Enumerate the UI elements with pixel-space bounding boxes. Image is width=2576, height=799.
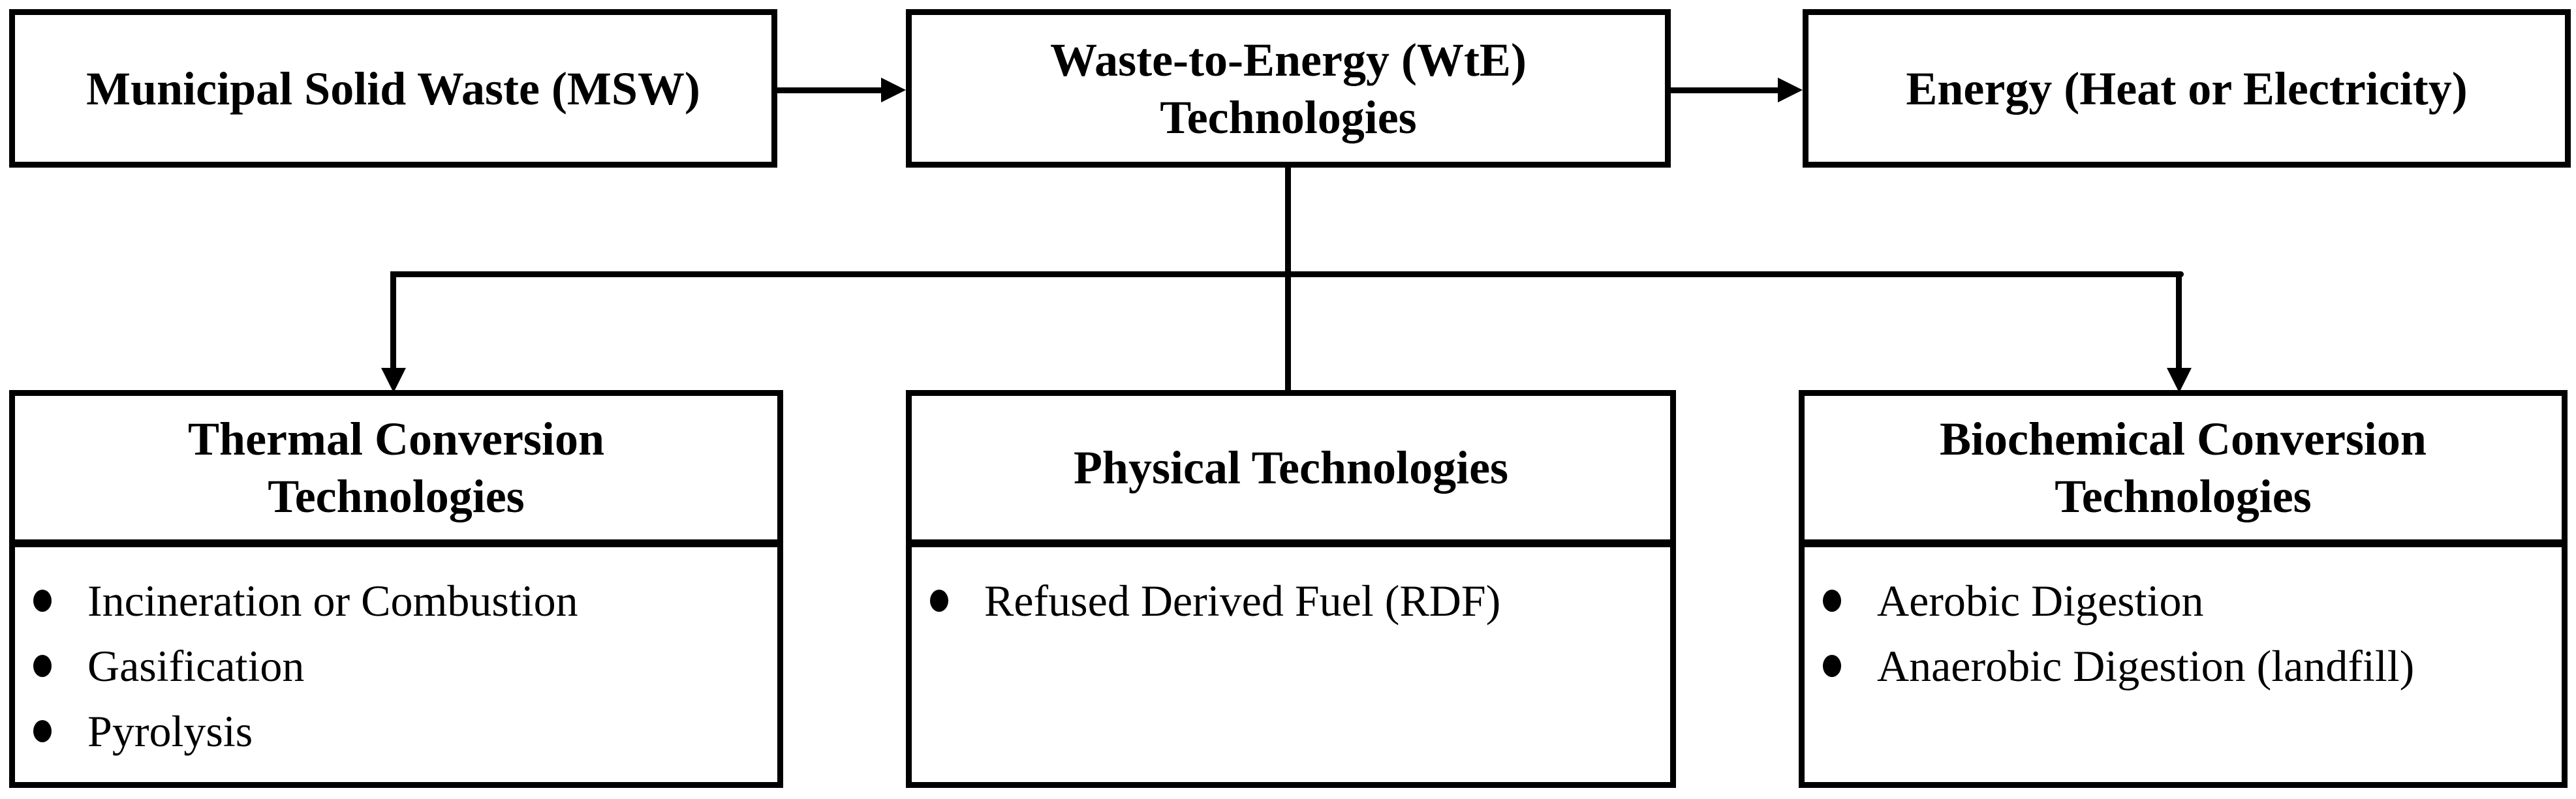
box-waste-to-energy-technologies: Waste-to-Energy (WtE) Technologies: [906, 9, 1671, 168]
arrowhead-down-icon: [381, 368, 406, 393]
list-item: Incineration or Combustion: [33, 568, 764, 633]
bullet-icon: [33, 655, 52, 677]
arrow-msw-to-wte-shaft: [777, 87, 882, 93]
connector-wte-to-physical: [1285, 166, 1291, 393]
connector-drop-to-biochemical: [2176, 271, 2182, 369]
bullet-icon: [1823, 590, 1841, 612]
bullet-list: Aerobic Digestion Anaerobic Digestion (l…: [1805, 568, 2562, 699]
arrowhead-right-icon: [881, 78, 906, 102]
box-title: Energy (Heat or Electricity): [1906, 62, 2468, 115]
list-item: Anaerobic Digestion (landfill): [1823, 633, 2549, 699]
box-thermal-conversion-technologies: Thermal Conversion Technologies Incinera…: [9, 390, 783, 788]
connector-branch-bar: [390, 271, 2184, 277]
connector-drop-to-thermal: [390, 271, 396, 369]
list-item: Refused Derived Fuel (RDF): [930, 568, 1657, 633]
arrowhead-down-icon: [2167, 368, 2192, 393]
bullet-icon: [33, 720, 52, 742]
box-title: Municipal Solid Waste (MSW): [86, 62, 700, 115]
list-item-label: Aerobic Digestion: [1877, 576, 2204, 626]
bullet-list: Incineration or Combustion Gasification …: [15, 568, 777, 764]
list-item: Aerobic Digestion: [1823, 568, 2549, 633]
list-item-label: Refused Derived Fuel (RDF): [984, 576, 1501, 626]
bullet-icon: [33, 590, 52, 612]
panel-title: Thermal Conversion Technologies: [188, 413, 604, 522]
panel-title: Physical Technologies: [1073, 442, 1509, 494]
box-municipal-solid-waste: Municipal Solid Waste (MSW): [9, 9, 777, 168]
list-item: Gasification: [33, 633, 764, 699]
box-biochemical-conversion-technologies: Biochemical Conversion Technologies Aero…: [1799, 390, 2568, 788]
list-item-label: Gasification: [87, 641, 305, 691]
bullet-icon: [930, 590, 948, 612]
box-title: Waste-to-Energy (WtE) Technologies: [1050, 33, 1527, 143]
panel-header: Biochemical Conversion Technologies: [1805, 396, 2562, 547]
panel-title: Biochemical Conversion Technologies: [1940, 413, 2427, 522]
list-item-label: Incineration or Combustion: [87, 576, 578, 626]
list-item: Pyrolysis: [33, 699, 764, 764]
panel-header: Thermal Conversion Technologies: [15, 396, 777, 547]
panel-header: Physical Technologies: [912, 396, 1670, 547]
box-physical-technologies: Physical Technologies Refused Derived Fu…: [906, 390, 1676, 788]
bullet-icon: [1823, 655, 1841, 677]
arrow-wte-to-energy-shaft: [1671, 87, 1778, 93]
arrowhead-right-icon: [1778, 78, 1803, 102]
list-item-label: Anaerobic Digestion (landfill): [1877, 641, 2415, 691]
box-energy-heat-or-electricity: Energy (Heat or Electricity): [1803, 9, 2571, 168]
list-item-label: Pyrolysis: [87, 706, 253, 756]
bullet-list: Refused Derived Fuel (RDF): [912, 568, 1670, 633]
